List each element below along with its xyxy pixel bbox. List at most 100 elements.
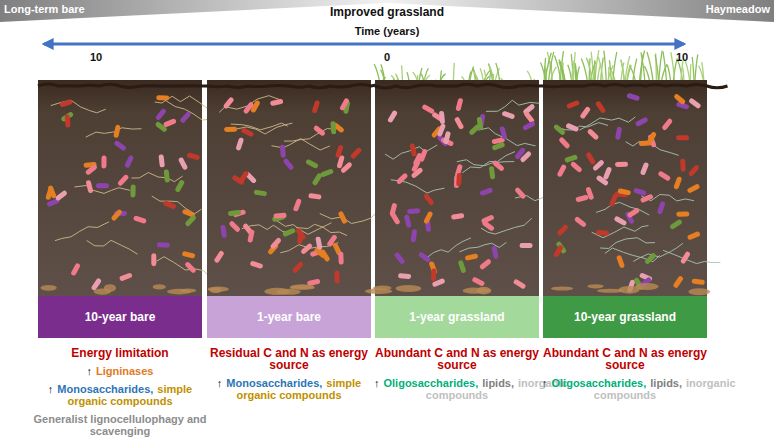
microbe-cell bbox=[350, 147, 363, 160]
microbe-cell bbox=[156, 95, 169, 100]
molecule-structure bbox=[580, 117, 636, 130]
soil-particle bbox=[597, 289, 624, 293]
compound-label: Monosaccharides, bbox=[57, 383, 153, 395]
microbe-cell bbox=[676, 211, 689, 216]
soil-block bbox=[38, 80, 202, 296]
axis-tick: 0 bbox=[384, 51, 390, 64]
grass-blade bbox=[595, 50, 599, 84]
microbe-cell bbox=[315, 236, 322, 250]
finding-line: ↑Ligninases bbox=[30, 365, 210, 377]
soil-particle bbox=[153, 284, 166, 289]
gradient-end-label: Haymeadow bbox=[706, 3, 770, 16]
soil-panel bbox=[541, 50, 728, 296]
grass-blade bbox=[604, 51, 606, 84]
microbe-cell bbox=[672, 275, 683, 289]
microbe-cell bbox=[615, 162, 628, 167]
molecule-structure bbox=[320, 212, 378, 224]
microbe-cell bbox=[178, 157, 188, 171]
microbe-cell bbox=[423, 193, 435, 206]
microbe-cell bbox=[676, 135, 689, 140]
microbe-cell bbox=[117, 174, 130, 187]
molecule-structure bbox=[633, 243, 683, 261]
microbe-cell bbox=[339, 97, 350, 111]
microbe-cell bbox=[437, 123, 446, 137]
microbe-cell bbox=[231, 174, 245, 185]
microbe-cell bbox=[687, 231, 701, 241]
microbe-cell bbox=[587, 128, 600, 140]
microbe-cell bbox=[241, 127, 255, 137]
microbe-cell bbox=[455, 98, 463, 112]
microbe-cell bbox=[335, 144, 344, 158]
finding-column: Abundant C and N as energy source↑Oligos… bbox=[542, 347, 708, 407]
microbe-cell bbox=[688, 97, 701, 109]
microbe-cell bbox=[164, 169, 170, 182]
microbe-cell bbox=[481, 214, 495, 224]
soil-surface bbox=[375, 84, 560, 88]
soil-particle bbox=[167, 289, 192, 295]
molecule-structure bbox=[131, 173, 182, 182]
microbe-cell bbox=[553, 124, 566, 136]
finding-line: ↑Oligosaccharides,lipids,inorganic compo… bbox=[374, 377, 540, 401]
microbe-cell bbox=[627, 207, 641, 218]
gradient-wedge bbox=[0, 0, 774, 22]
finding-line: Abundant C and N as energy source bbox=[374, 347, 540, 371]
microbe-cell bbox=[213, 250, 224, 264]
microbe-cell bbox=[223, 96, 235, 109]
compound-label: Monosaccharides, bbox=[226, 377, 322, 389]
microbe-cell bbox=[626, 93, 640, 102]
molecule-structure bbox=[86, 128, 142, 137]
microbe-cell bbox=[557, 164, 567, 178]
microbe-cell bbox=[220, 225, 227, 239]
molecule-structure bbox=[152, 196, 202, 214]
energy-status: Energy limitation bbox=[71, 346, 168, 360]
grass-blade bbox=[545, 53, 551, 84]
microbe-cell bbox=[635, 117, 649, 127]
microbe-cell bbox=[688, 164, 700, 177]
microbe-cell bbox=[184, 214, 197, 227]
microbe-cell bbox=[479, 187, 493, 196]
microbe-cell bbox=[657, 201, 666, 215]
grass-blade bbox=[548, 52, 554, 84]
microbe-cell bbox=[687, 183, 701, 193]
microbe-cell bbox=[471, 276, 485, 286]
microbe-cell bbox=[646, 131, 657, 145]
microbe-cell bbox=[113, 124, 121, 138]
molecule-structure bbox=[156, 257, 209, 277]
microbe-cell bbox=[228, 210, 242, 217]
microbe-cell bbox=[70, 263, 81, 277]
microbe-cell bbox=[680, 251, 691, 265]
microbe-cell bbox=[519, 150, 532, 163]
soil-particle bbox=[208, 286, 229, 291]
energy-status: Abundant C and N as energy source bbox=[543, 346, 707, 372]
microbe-cell bbox=[617, 188, 631, 196]
microbe-cell bbox=[293, 198, 302, 212]
microbe-cell bbox=[520, 243, 533, 248]
axis-tick: 10 bbox=[676, 51, 688, 64]
microbe-cell bbox=[340, 161, 353, 174]
molecule-structure bbox=[87, 240, 138, 254]
sample-band: 10-year grassland bbox=[543, 296, 707, 338]
microbe-cell bbox=[389, 203, 397, 217]
microbe-cell bbox=[614, 216, 628, 227]
microbe-cell bbox=[85, 164, 98, 176]
microbe-cell bbox=[421, 104, 435, 115]
microbe-cell bbox=[640, 162, 649, 176]
microbe-cell bbox=[313, 125, 326, 137]
energy-status: Abundant C and N as energy source bbox=[375, 346, 539, 372]
sample-band: 1-year bare bbox=[207, 296, 371, 338]
microbe-cell bbox=[553, 244, 564, 258]
microbe-cell bbox=[579, 106, 591, 119]
molecule-structure bbox=[596, 202, 649, 215]
microbe-cell bbox=[101, 155, 106, 168]
grass-blade bbox=[671, 52, 675, 84]
microbe-cell bbox=[282, 227, 296, 237]
molecule-structure bbox=[284, 129, 336, 142]
microbe-cell bbox=[155, 108, 167, 121]
soil-block bbox=[207, 80, 371, 296]
microbe-cell bbox=[468, 123, 481, 136]
microbe-cell bbox=[451, 213, 465, 220]
axis-title: Time (years) bbox=[355, 25, 420, 38]
molecule-structure bbox=[296, 224, 347, 235]
increase-arrow: ↑ bbox=[217, 377, 223, 389]
soil-surface bbox=[207, 84, 392, 87]
